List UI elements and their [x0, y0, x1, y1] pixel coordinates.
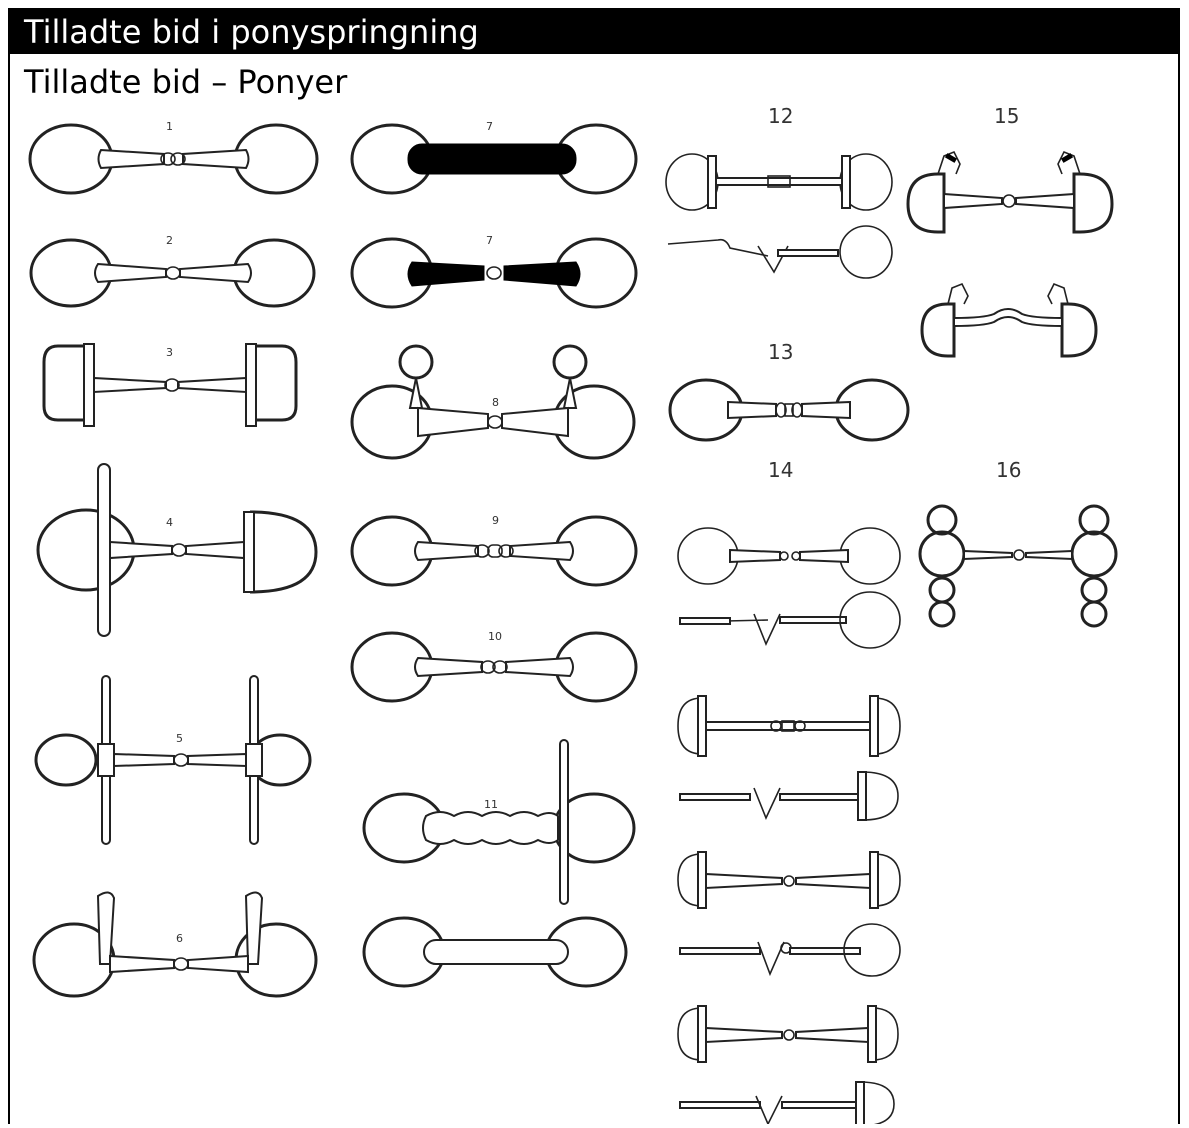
bit-10: 10	[346, 622, 646, 712]
bit-number: 12	[768, 104, 794, 128]
lozenge-snaffle-icon	[668, 378, 910, 442]
bit-number: 9	[492, 514, 499, 527]
dutch-gag-bit-icon	[918, 504, 1118, 628]
bit-number: 13	[768, 340, 794, 364]
bit-1: 1	[26, 114, 326, 204]
document-title: Tilladte bid i ponyspringning	[24, 13, 479, 51]
bit-number: 16	[996, 458, 1022, 482]
bit-number: 10	[488, 630, 502, 643]
loose-ring-lozenge-snaffle-icon	[677, 527, 901, 1124]
bit-number: 14	[768, 458, 794, 482]
half-spoon-cheek-snaffle-icon	[32, 891, 318, 998]
bit-8: 8	[346, 340, 646, 470]
baucher-snaffle-icon	[350, 344, 636, 460]
bit-15: 15	[898, 104, 1128, 364]
bit-5: 5	[26, 668, 326, 848]
bit-11: 11	[354, 736, 654, 906]
d-ring-snaffle-icon	[42, 343, 298, 427]
rubber-straight-bar-bit-icon	[350, 123, 638, 195]
bit-straight-bar	[354, 910, 654, 1000]
bit-4: 4	[26, 460, 326, 640]
rubber-jointed-bit-icon	[350, 237, 638, 309]
bit-number: 11	[484, 798, 498, 811]
full-cheek-snaffle-icon	[34, 675, 312, 845]
double-link-snaffle-icon	[350, 631, 638, 703]
loose-ring-snaffle-icon	[29, 238, 316, 308]
bit-number: 5	[176, 732, 183, 745]
bit-14: 14	[658, 456, 918, 1124]
hanging-cheek-bit-icon	[665, 153, 893, 279]
bit-number: 8	[492, 396, 499, 409]
bit-number: 2	[166, 234, 173, 247]
bit-9: 9	[346, 506, 646, 596]
twisted-mullen-full-cheek-bit-icon	[362, 739, 636, 905]
bit-number: 4	[166, 516, 173, 529]
bit-16: 16	[908, 456, 1128, 636]
bit-7-jointed: 7	[346, 228, 646, 318]
bit-3: 3	[38, 340, 308, 430]
half-cheek-snaffle-icon	[36, 463, 318, 637]
french-link-snaffle-icon	[350, 515, 638, 587]
bit-number: 15	[994, 104, 1020, 128]
bit-7-straight: 7	[346, 114, 646, 204]
title-bar: Tilladte bid i ponyspringning	[10, 10, 1178, 54]
bit-number: 7	[486, 120, 493, 133]
section-subtitle: Tilladte bid – Ponyer	[24, 63, 348, 101]
bit-12: 12	[658, 104, 898, 284]
eggbutt-snaffle-double-joint-icon	[28, 123, 319, 195]
bit-2: 2	[26, 228, 326, 318]
bit-13: 13	[658, 334, 918, 444]
bit-number: 7	[486, 234, 493, 247]
document-frame: Tilladte bid i ponyspringning Tilladte b…	[8, 8, 1180, 1124]
dee-ring-with-hooks-bit-icon	[906, 150, 1114, 358]
bit-6: 6	[26, 888, 326, 1008]
bit-number: 1	[166, 120, 173, 133]
bit-number: 6	[176, 932, 183, 945]
bit-number: 3	[166, 346, 173, 359]
straight-bar-snaffle-icon	[362, 916, 628, 988]
